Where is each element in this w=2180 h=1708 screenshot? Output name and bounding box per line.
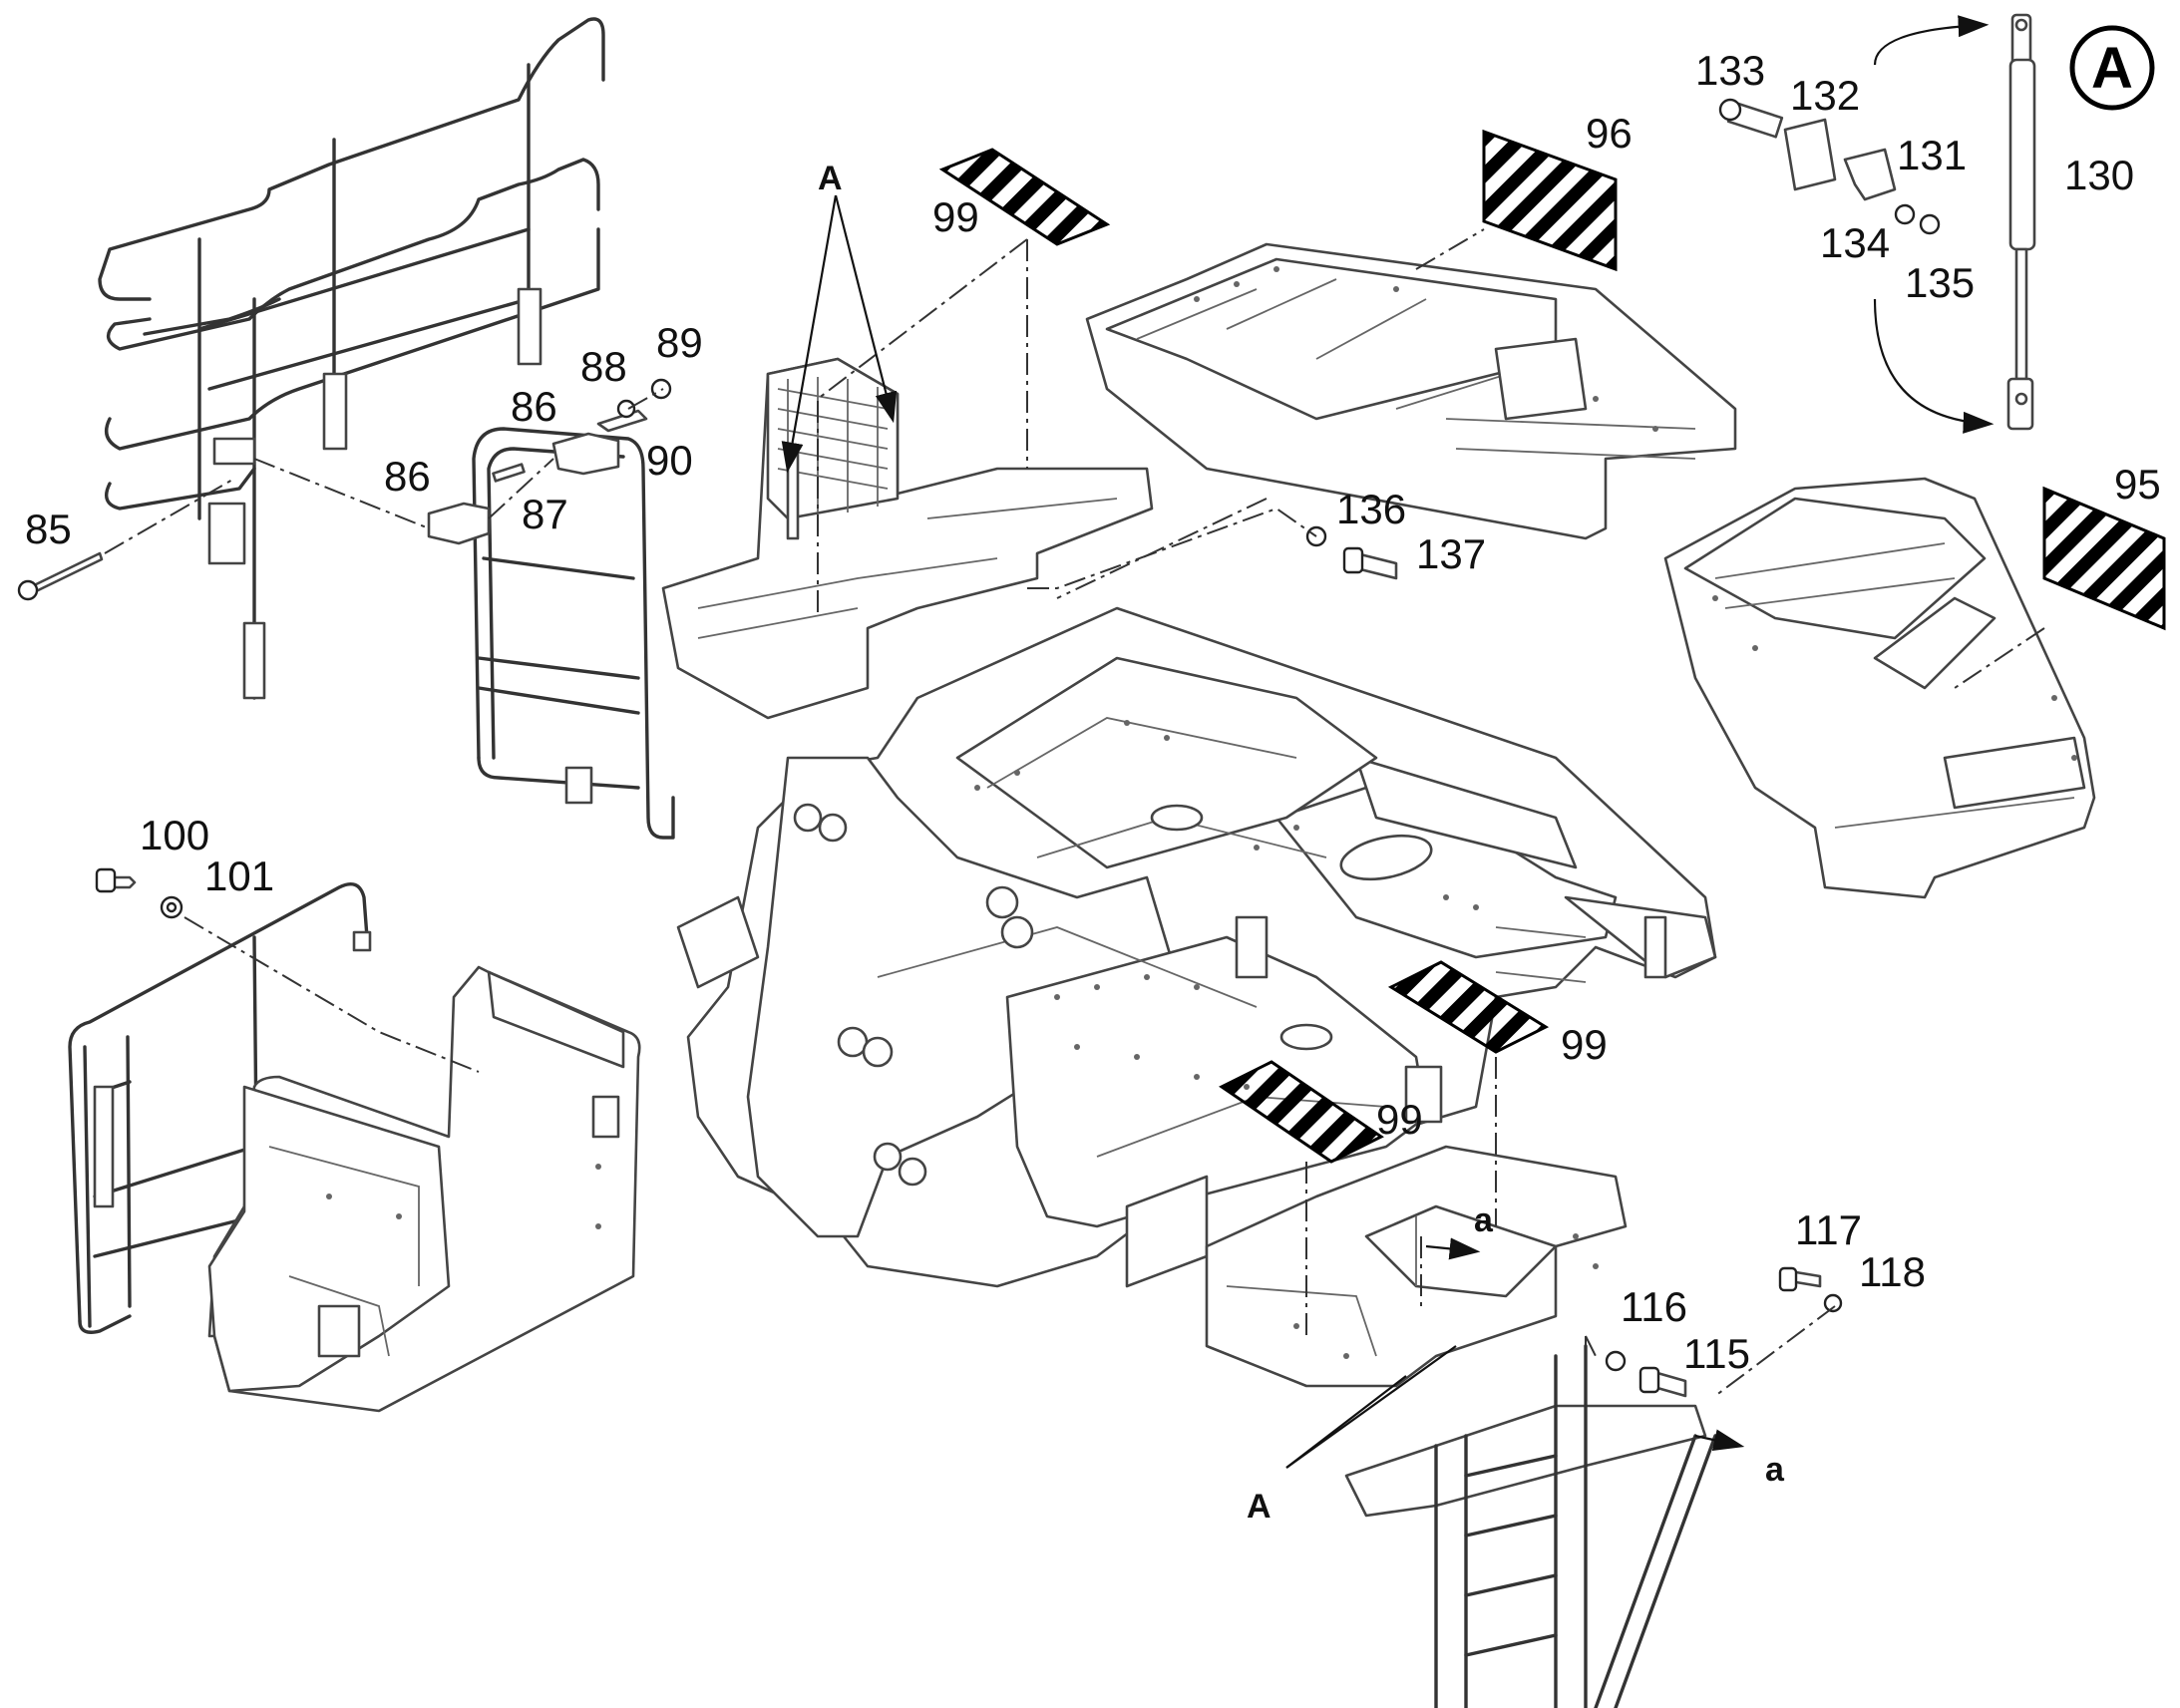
callout-85: 85 xyxy=(25,506,72,552)
ref-a-upper: a xyxy=(1474,1201,1494,1239)
detail-a-badge: A xyxy=(2069,25,2155,111)
decal-95 xyxy=(2042,486,2166,631)
callouts: 85 86 86 87 88 89 90 95 96 99 99 99 100 … xyxy=(25,47,2161,1526)
ref-A-top: A xyxy=(818,160,843,197)
ref-a-lower: a xyxy=(1765,1451,1785,1489)
callout-131: 131 xyxy=(1897,132,1967,178)
callout-116: 116 xyxy=(1621,1283,1687,1330)
clamp-hardware xyxy=(427,378,672,545)
bolt-117-118 xyxy=(1778,1266,1843,1313)
callout-115: 115 xyxy=(1683,1330,1750,1377)
access-ladder xyxy=(1344,1344,1717,1708)
bolt-115-116 xyxy=(1605,1350,1687,1398)
callout-118: 118 xyxy=(1859,1248,1926,1295)
main-chassis-frame xyxy=(676,606,1717,1288)
callout-132: 132 xyxy=(1790,72,1860,119)
detail-a-badge-letter: A xyxy=(2091,36,2133,101)
callout-87: 87 xyxy=(522,491,568,537)
lower-step-box xyxy=(1205,1145,1628,1388)
callout-86-upper: 86 xyxy=(511,383,557,430)
cab-guard-rail xyxy=(68,882,372,1334)
right-front-fender-frame xyxy=(1663,477,2096,899)
callout-100: 100 xyxy=(140,812,209,858)
decal-99-top xyxy=(938,148,1111,246)
chassis-bolt-holes xyxy=(974,720,1479,1090)
assembly-lines xyxy=(104,228,2045,1436)
decal-99-lower xyxy=(1219,1060,1384,1164)
callout-99-top: 99 xyxy=(932,193,979,240)
swing-gate xyxy=(472,427,675,840)
callout-117: 117 xyxy=(1795,1206,1862,1253)
strut-bracket-hardware xyxy=(1718,98,1941,235)
bolt-85 xyxy=(17,551,104,601)
bolt-136-137 xyxy=(1305,525,1398,580)
callout-134: 134 xyxy=(1820,219,1890,266)
callout-137: 137 xyxy=(1416,530,1486,577)
callout-90: 90 xyxy=(646,437,693,484)
callout-89: 89 xyxy=(656,319,703,366)
callout-135: 135 xyxy=(1905,259,1975,306)
callout-88: 88 xyxy=(580,343,627,390)
upper-handrail xyxy=(98,17,605,700)
gas-strut-detail xyxy=(2006,13,2036,431)
callout-96: 96 xyxy=(1586,110,1633,157)
callout-101: 101 xyxy=(204,853,274,899)
leader-lines xyxy=(781,194,1745,1469)
callout-99-middle: 99 xyxy=(1561,1021,1608,1068)
callout-86-lower: 86 xyxy=(384,453,431,500)
callout-136: 136 xyxy=(1336,486,1406,532)
strut-lower-arrow xyxy=(1873,298,1995,434)
callout-133: 133 xyxy=(1695,47,1765,94)
callout-99-lower: 99 xyxy=(1376,1096,1423,1143)
bolt-100 xyxy=(95,867,183,919)
operator-cab-shell xyxy=(207,965,641,1413)
decal-96 xyxy=(1482,129,1618,272)
callout-130: 130 xyxy=(2064,152,2134,198)
decal-99-middle xyxy=(1387,960,1550,1054)
callout-95: 95 xyxy=(2114,461,2161,508)
right-rear-fender-frame xyxy=(1085,242,1737,540)
ref-A-bottom: A xyxy=(1247,1488,1272,1526)
strut-upper-arrow xyxy=(1873,15,1990,66)
